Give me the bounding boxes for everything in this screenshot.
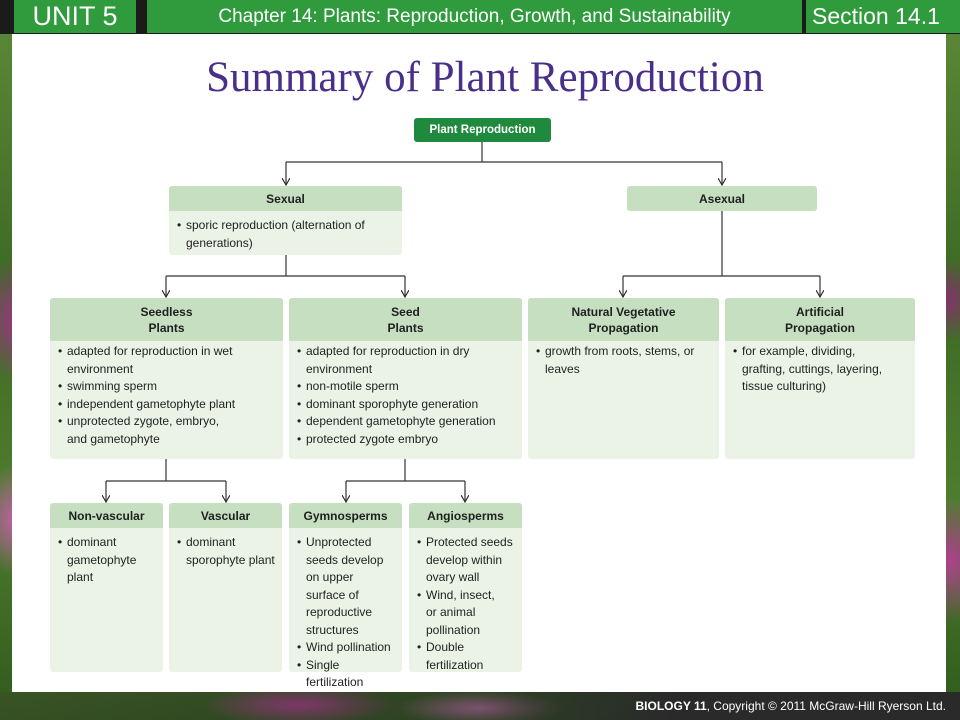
seedless-title: Seedless Plants [50, 298, 283, 341]
gymnosperms-node: Gymnosperms Unprotected seeds develop on… [289, 503, 402, 689]
natural-propagation-node: Natural Vegetative Propagation growth fr… [528, 298, 719, 459]
list-item: Wind, insect, or animal pollination [417, 587, 502, 640]
list-item: unprotected zygote, embryo, and gametoph… [58, 413, 238, 448]
vascular-node: Vascular dominant sporophyte plant [169, 503, 282, 672]
list-item: for example, dividing, grafting, cutting… [733, 343, 898, 396]
list-item: Wind pollination [297, 639, 396, 657]
vascular-list: dominant sporophyte plant [169, 528, 282, 569]
seed-title: Seed Plants [289, 298, 522, 341]
seedless-title-line2: Plants [148, 320, 185, 335]
list-item: dependent gametophyte generation [297, 413, 516, 431]
sexual-title: Sexual [169, 186, 402, 211]
asexual-node: Asexual [627, 186, 817, 211]
list-item: non-motile sperm [297, 378, 516, 396]
gymnosperms-list: Unprotected seeds develop on upper surfa… [289, 528, 402, 692]
list-item: adapted for reproduction in dry environm… [297, 343, 472, 378]
root-node: Plant Reproduction [414, 118, 551, 142]
list-item: protected zygote embryo [297, 431, 516, 449]
list-item: Unprotected seeds develop on upper surfa… [297, 534, 396, 639]
list-item: independent gametophyte plant [58, 396, 277, 414]
list-item: dominant sporophyte generation [297, 396, 516, 414]
gymnosperms-title: Gymnosperms [289, 503, 402, 528]
list-item: dominant gametophyte plant [58, 534, 148, 587]
seedless-plants-node: Seedless Plants adapted for reproduction… [50, 298, 283, 459]
list-item: Double fertilization [417, 639, 497, 674]
chapter-label: Chapter 14: Plants: Reproduction, Growth… [147, 0, 802, 33]
asexual-title: Asexual [627, 186, 817, 211]
list-item: growth from roots, stems, or leaves [536, 343, 696, 378]
book-name: BIOLOGY 11 [635, 699, 707, 713]
list-item: Single fertilization [297, 657, 367, 692]
list-item: swimming sperm [58, 378, 277, 396]
natural-title-line2: Propagation [588, 320, 659, 335]
sexual-list: sporic reproduction (alternation of gene… [169, 211, 402, 252]
artificial-title-line1: Artificial [795, 304, 844, 319]
non-vascular-list: dominant gametophyte plant [50, 528, 163, 587]
artificial-propagation-node: Artificial Propagation for example, divi… [725, 298, 915, 459]
artificial-title-line2: Propagation [784, 320, 855, 335]
list-item: dominant sporophyte plant [177, 534, 276, 569]
natural-title-line1: Natural Vegetative [571, 304, 676, 319]
non-vascular-title: Non-vascular [50, 503, 163, 528]
seedless-list: adapted for reproduction in wet environm… [50, 341, 283, 448]
unit-label: UNIT 5 [14, 0, 136, 33]
footer-bar: BIOLOGY 11, Copyright © 2011 McGraw-Hill… [0, 692, 960, 720]
angiosperms-title: Angiosperms [409, 503, 522, 528]
natural-list: growth from roots, stems, or leaves [528, 341, 719, 378]
list-item: Protected seeds develop within ovary wal… [417, 534, 516, 587]
seedless-title-line1: Seedless [140, 304, 193, 319]
copyright-text: , Copyright © 2011 McGraw-Hill Ryerson L… [706, 699, 946, 713]
list-item: sporic reproduction (alternation of gene… [177, 217, 367, 252]
artificial-list: for example, dividing, grafting, cutting… [725, 341, 915, 396]
non-vascular-node: Non-vascular dominant gametophyte plant [50, 503, 163, 672]
natural-title: Natural Vegetative Propagation [528, 298, 719, 341]
page-title: Summary of Plant Reproduction [206, 54, 764, 101]
vascular-title: Vascular [169, 503, 282, 528]
angiosperms-list: Protected seeds develop within ovary wal… [409, 528, 522, 674]
seed-list: adapted for reproduction in dry environm… [289, 341, 522, 448]
copyright-notice: BIOLOGY 11, Copyright © 2011 McGraw-Hill… [635, 699, 946, 713]
artificial-title: Artificial Propagation [725, 298, 915, 341]
section-label: Section 14.1 [806, 0, 960, 33]
seed-title-line1: Seed [391, 304, 420, 319]
seed-plants-node: Seed Plants adapted for reproduction in … [289, 298, 522, 459]
angiosperms-node: Angiosperms Protected seeds develop with… [409, 503, 522, 672]
seed-title-line2: Plants [387, 320, 424, 335]
sexual-node: Sexual sporic reproduction (alternation … [169, 186, 402, 255]
header-bar: UNIT 5 Chapter 14: Plants: Reproduction,… [0, 0, 960, 34]
list-item: adapted for reproduction in wet environm… [58, 343, 277, 378]
